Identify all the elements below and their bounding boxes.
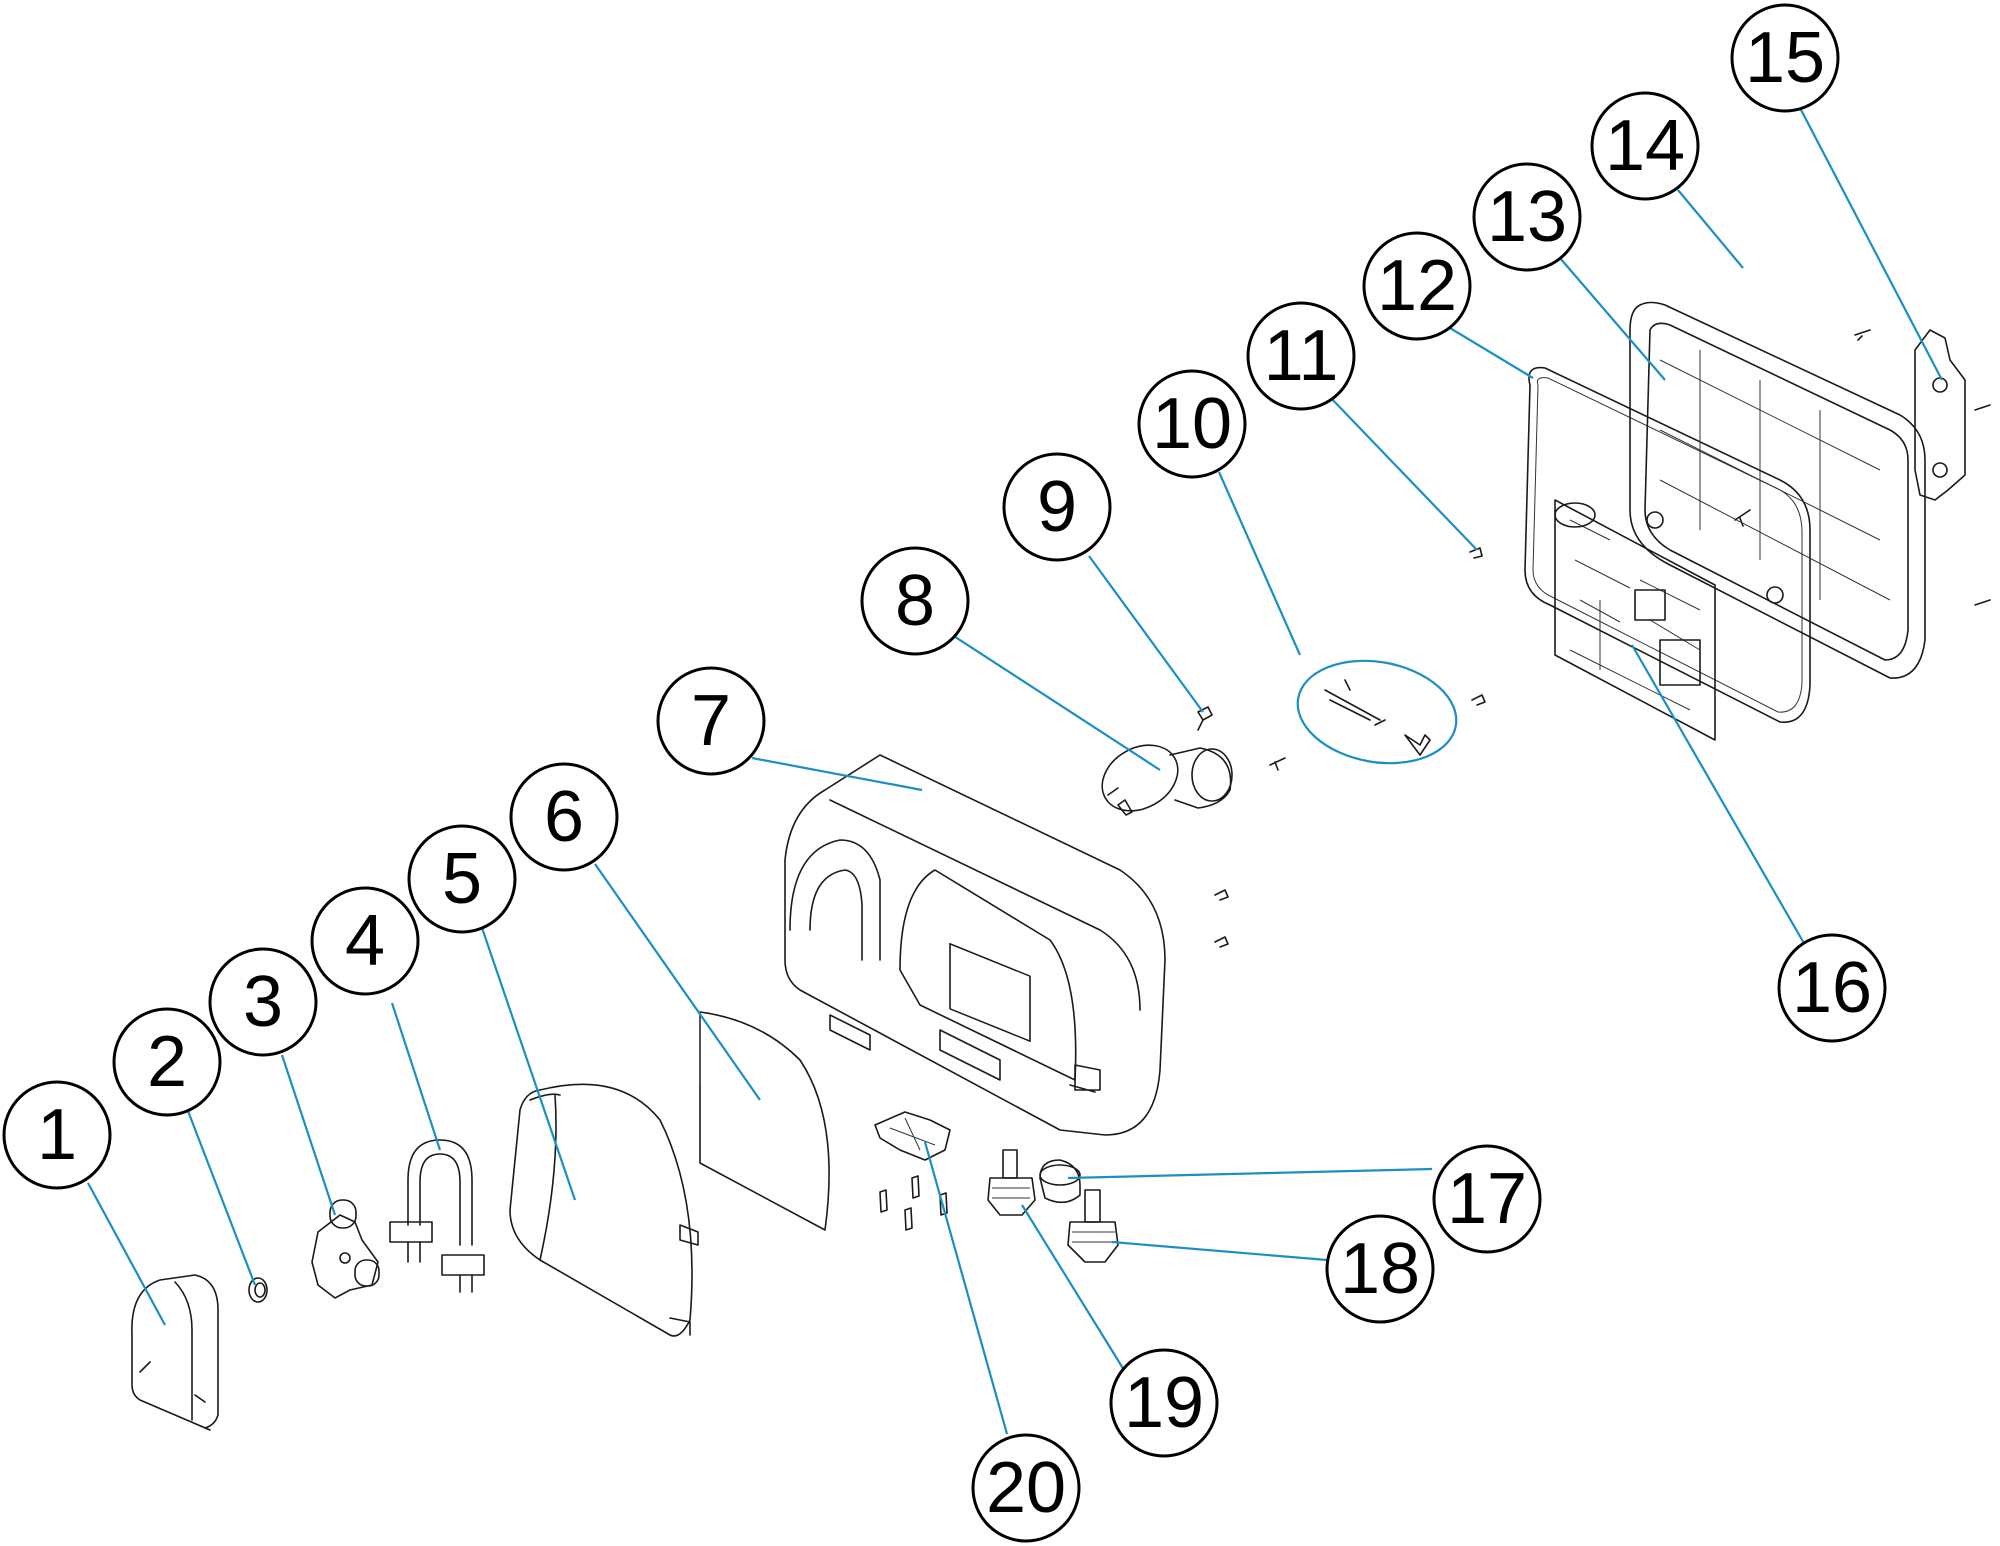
- leader-14: [1677, 189, 1744, 269]
- part-13-rear-housing: [1629, 301, 1926, 679]
- callout-11-label: 11: [1264, 316, 1339, 396]
- callout-9: 9: [1002, 452, 1112, 562]
- leader-5: [478, 921, 577, 1201]
- leader-12: [1444, 324, 1534, 379]
- part-18-cable-gland: [1067, 1189, 1119, 1263]
- leader-6: [594, 863, 761, 1101]
- part-12-gasket: [1524, 366, 1811, 723]
- part-2-ring: [248, 1277, 268, 1303]
- leader-1: [87, 1182, 166, 1326]
- callout-14: 14: [1590, 91, 1700, 201]
- leader-20: [923, 1141, 1009, 1435]
- callout-8: 8: [860, 546, 970, 656]
- callout-10: 10: [1137, 369, 1247, 479]
- leader-11: [1328, 395, 1478, 551]
- callout-4: 4: [310, 886, 420, 996]
- part-6-sheet: [699, 1011, 830, 1231]
- callout-2-label: 2: [147, 1022, 187, 1102]
- callout-17-label: 17: [1447, 1159, 1527, 1239]
- callout-20-label: 20: [986, 1448, 1066, 1528]
- part-16-pcb: [1554, 499, 1716, 741]
- callout-18: 18: [1325, 1214, 1435, 1324]
- callout-17: 17: [1432, 1144, 1542, 1254]
- leader-4: [390, 1002, 442, 1151]
- callout-6-label: 6: [544, 777, 584, 857]
- part-15-bracket-plate: [1914, 329, 1966, 501]
- leader-2: [186, 1110, 257, 1286]
- part-19-cable-gland: [987, 1149, 1036, 1216]
- callout-16-label: 16: [1792, 948, 1872, 1028]
- leader-15: [1798, 105, 1943, 381]
- callout-18-label: 18: [1340, 1229, 1420, 1309]
- part-20-clip: [874, 1111, 951, 1231]
- callout-5: 5: [407, 824, 517, 934]
- callout-9-label: 9: [1037, 467, 1077, 547]
- callout-16: 16: [1777, 933, 1887, 1043]
- leader-17: [1067, 1167, 1433, 1180]
- callout-1: 1: [2, 1080, 112, 1190]
- callout-8-label: 8: [895, 561, 935, 641]
- callout-12-label: 12: [1377, 246, 1457, 326]
- part-4-u-tube: [389, 1139, 485, 1293]
- leader-7: [751, 756, 923, 792]
- leader-lines: [87, 105, 1943, 1435]
- callout-15-label: 15: [1745, 18, 1825, 98]
- callout-14-label: 14: [1605, 106, 1685, 186]
- leader-16: [1631, 644, 1806, 946]
- callout-13: 13: [1472, 162, 1582, 272]
- callout-11: 11: [1246, 301, 1356, 411]
- part-9-screw: [1197, 706, 1213, 731]
- part-8-motor: [1101, 744, 1233, 816]
- callout-12: 12: [1362, 231, 1472, 341]
- callout-15: 15: [1730, 3, 1840, 113]
- callout-1-label: 1: [37, 1095, 77, 1175]
- callout-2: 2: [112, 1007, 222, 1117]
- leader-10: [1217, 471, 1302, 656]
- callout-4-label: 4: [345, 901, 385, 981]
- leader-8: [945, 630, 1161, 771]
- loose-screws: [1214, 329, 1991, 948]
- part-3-rotor: [311, 1199, 380, 1299]
- callout-7: 7: [656, 666, 766, 776]
- leader-18: [1111, 1240, 1328, 1262]
- part-17-cap: [1039, 1159, 1081, 1204]
- part-7-housing: [784, 754, 1166, 1136]
- callout-19: 19: [1109, 1348, 1219, 1458]
- callout-20: 20: [971, 1433, 1081, 1543]
- callout-10-label: 10: [1152, 384, 1232, 464]
- callout-6: 6: [509, 762, 619, 872]
- part-1-front-cover: [131, 1274, 219, 1431]
- leader-9: [1088, 555, 1204, 713]
- callout-13-label: 13: [1487, 177, 1567, 257]
- callout-19-label: 19: [1124, 1363, 1204, 1443]
- leader-10-ellipse: [1296, 659, 1458, 765]
- callout-7-label: 7: [691, 681, 731, 761]
- leader-19: [1021, 1204, 1125, 1371]
- callout-3-label: 3: [243, 962, 283, 1042]
- callout-3: 3: [208, 947, 318, 1057]
- leader-3: [280, 1054, 337, 1216]
- leader-13: [1559, 257, 1666, 381]
- part-5-pump-lid: [509, 1083, 699, 1337]
- callout-5-label: 5: [442, 839, 482, 919]
- part-10-brackets: [1324, 679, 1431, 756]
